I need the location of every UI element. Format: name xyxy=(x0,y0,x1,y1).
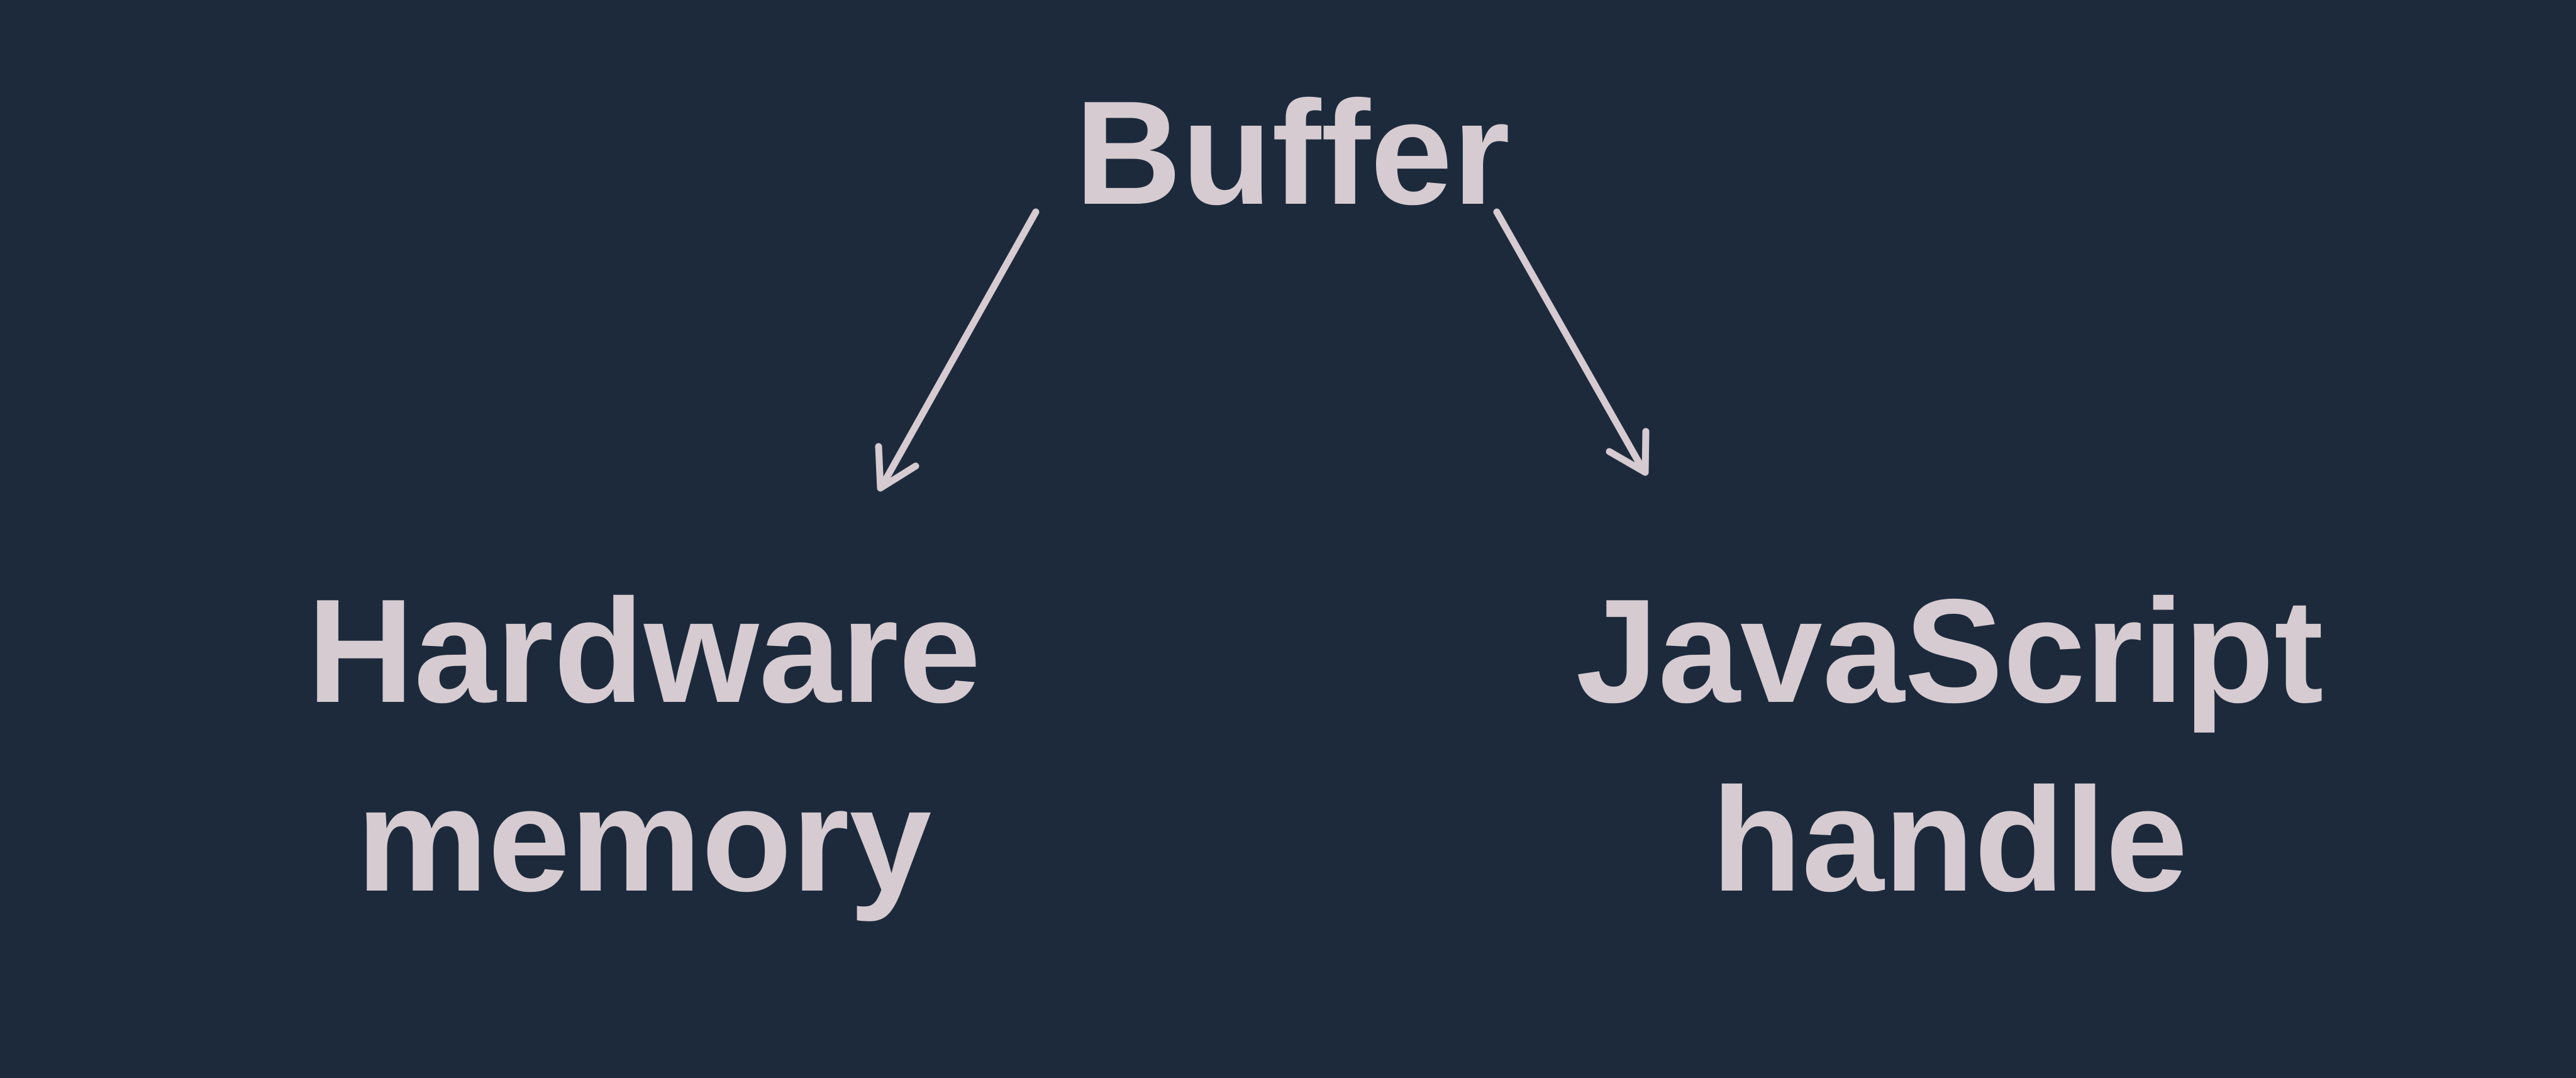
arrow-buffer-to-javascript-handle xyxy=(1493,208,1650,476)
node-javascript-handle: JavaScript handle xyxy=(1575,568,2324,922)
arrow-buffer-to-hardware-memory xyxy=(875,208,1040,492)
node-hardware-memory: Hardware memory xyxy=(307,568,981,922)
node-buffer: Buffer xyxy=(1075,70,1510,235)
